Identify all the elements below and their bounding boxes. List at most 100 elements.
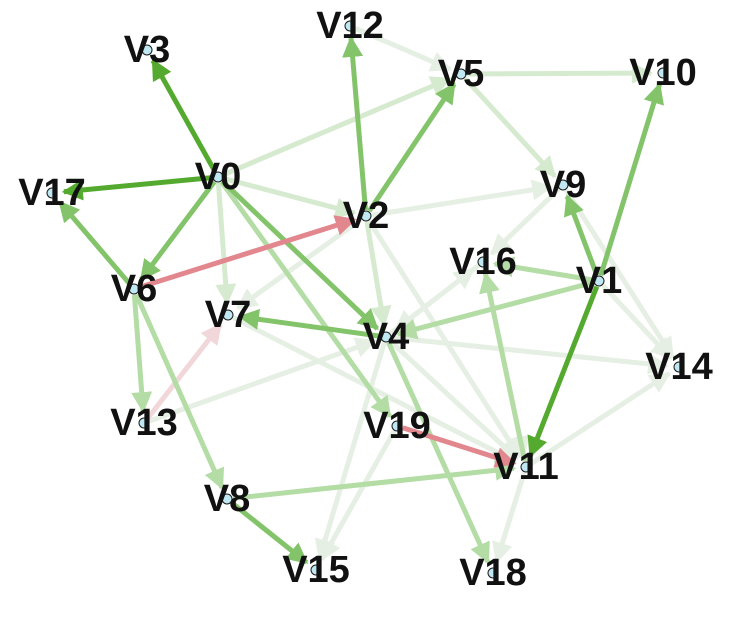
node-label-v5: V5 bbox=[438, 53, 484, 95]
edge-v11-to-v16 bbox=[479, 271, 528, 462]
node-dot-v1 bbox=[593, 275, 605, 287]
node-v7: V7 bbox=[205, 294, 251, 336]
edge-v19-to-v11 bbox=[401, 425, 517, 468]
edge-v6-to-v2 bbox=[138, 215, 357, 290]
edge-v12-to-v5 bbox=[354, 26, 452, 72]
edge-v2-to-v5 bbox=[367, 82, 457, 213]
edge-v11-to-v14 bbox=[529, 371, 671, 466]
node-v17: V17 bbox=[18, 172, 86, 214]
node-dot-v19 bbox=[391, 420, 403, 432]
node-dot-v14 bbox=[673, 361, 685, 373]
edge-v9-to-v14 bbox=[564, 188, 675, 359]
node-v18: V18 bbox=[459, 552, 527, 594]
node-v1: V1 bbox=[576, 260, 622, 302]
node-label-v8: V8 bbox=[204, 478, 250, 520]
node-dot-v5 bbox=[455, 68, 467, 80]
edge-v0-to-v7 bbox=[215, 182, 237, 306]
node-label-v4: V4 bbox=[363, 316, 409, 358]
edge-v19-to-v15 bbox=[319, 429, 397, 562]
node-v16: V16 bbox=[449, 241, 517, 283]
edge-v6-to-v17 bbox=[57, 200, 133, 287]
node-label-v0: V0 bbox=[195, 156, 241, 198]
edge-v0-to-v2 bbox=[223, 176, 357, 219]
edge-v4-to-v14 bbox=[391, 335, 670, 375]
node-v0: V0 bbox=[195, 156, 241, 198]
edge-v4-to-v15 bbox=[314, 341, 387, 561]
node-dot-v8 bbox=[221, 493, 233, 505]
edge-v4-to-v11 bbox=[388, 339, 519, 461]
edge-v1-to-v14 bbox=[601, 283, 673, 360]
edge-v6-to-v8 bbox=[134, 293, 225, 490]
node-v6: V6 bbox=[111, 268, 157, 310]
edge-v13-to-v4 bbox=[148, 337, 377, 424]
edge-v2-to-v12 bbox=[342, 35, 368, 211]
node-v3: V3 bbox=[124, 29, 170, 71]
edge-v6-to-v13 bbox=[131, 294, 153, 414]
node-v2: V2 bbox=[343, 195, 389, 237]
node-dot-v18 bbox=[487, 567, 499, 579]
edge-v0-to-v19 bbox=[219, 180, 393, 419]
edge-v13-to-v7 bbox=[145, 322, 223, 420]
node-label-v1: V1 bbox=[576, 260, 622, 302]
node-v4: V4 bbox=[363, 316, 409, 358]
node-label-v16: V16 bbox=[449, 241, 517, 283]
edge-v2-to-v9 bbox=[371, 179, 554, 218]
node-v5: V5 bbox=[438, 53, 484, 95]
node-label-v19: V19 bbox=[363, 405, 431, 447]
edge-v8-to-v11 bbox=[232, 459, 517, 501]
node-label-v7: V7 bbox=[205, 294, 251, 336]
edge-v5-to-v9 bbox=[463, 76, 557, 178]
node-label-v3: V3 bbox=[124, 29, 170, 71]
edge-layer bbox=[57, 26, 675, 565]
node-dot-v12 bbox=[344, 20, 356, 32]
edge-v2-to-v4 bbox=[364, 221, 392, 328]
edge-v0-to-v5 bbox=[222, 76, 452, 178]
edge-v2-to-v11 bbox=[367, 219, 522, 459]
node-label-v18: V18 bbox=[459, 552, 527, 594]
node-v11: V11 bbox=[493, 446, 559, 488]
node-v15: V15 bbox=[282, 549, 350, 591]
node-v12: V12 bbox=[316, 5, 384, 47]
node-label-v2: V2 bbox=[343, 195, 389, 237]
node-dot-v4 bbox=[380, 331, 392, 343]
node-dot-v7 bbox=[222, 309, 234, 321]
edge-v1-to-v11 bbox=[527, 285, 600, 458]
edge-v1-to-v9 bbox=[564, 194, 600, 277]
node-label-v10: V10 bbox=[629, 52, 697, 94]
node-label-v6: V6 bbox=[111, 268, 157, 310]
node-dot-v15 bbox=[310, 564, 322, 576]
node-v13: V13 bbox=[110, 402, 178, 444]
node-v19: V19 bbox=[363, 405, 431, 447]
node-v14: V14 bbox=[645, 346, 713, 388]
edge-v4-to-v18 bbox=[386, 341, 491, 565]
edge-v0-to-v17 bbox=[61, 175, 213, 201]
node-label-v9: V9 bbox=[540, 164, 586, 206]
edge-v1-to-v10 bbox=[598, 82, 664, 277]
node-v8: V8 bbox=[204, 478, 250, 520]
node-dot-v11 bbox=[520, 461, 532, 473]
edge-v1-to-v16 bbox=[492, 256, 594, 283]
edge-v5-to-v10 bbox=[466, 62, 654, 84]
node-label-v11: V11 bbox=[493, 446, 559, 488]
node-label-v17: V17 bbox=[18, 172, 86, 214]
edge-v0-to-v6 bbox=[139, 180, 217, 282]
node-label-v13: V13 bbox=[110, 402, 178, 444]
node-dot-v16 bbox=[477, 256, 489, 268]
edge-v0-to-v3 bbox=[150, 58, 218, 174]
node-dot-v3 bbox=[141, 44, 153, 56]
edge-v11-to-v18 bbox=[492, 471, 527, 564]
edge-v0-to-v4 bbox=[220, 179, 380, 331]
node-label-v14: V14 bbox=[645, 346, 713, 388]
edge-v8-to-v15 bbox=[230, 500, 309, 565]
node-v9: V9 bbox=[540, 164, 586, 206]
node-dot-v6 bbox=[128, 283, 140, 295]
node-dot-v13 bbox=[138, 417, 150, 429]
node-v10: V10 bbox=[629, 52, 697, 94]
node-dot-v17 bbox=[46, 187, 58, 199]
node-label-v12: V12 bbox=[316, 5, 384, 47]
node-label-v15: V15 bbox=[282, 549, 350, 591]
node-dot-v10 bbox=[657, 67, 669, 79]
node-dot-v9 bbox=[557, 179, 569, 191]
